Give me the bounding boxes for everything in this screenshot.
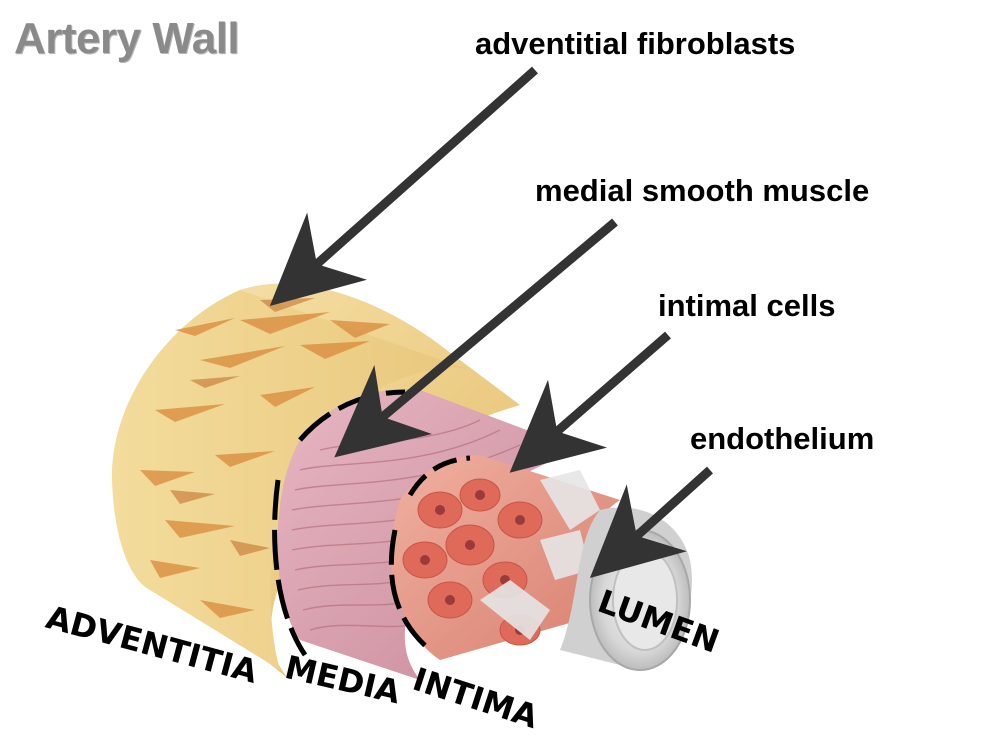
arrow-medial-smooth-muscle (334, 218, 618, 458)
arrow-intimal-cells (509, 331, 671, 473)
label-intimal-cells: intimal cells (658, 288, 836, 323)
arrow-adventitial-fibroblasts (269, 66, 538, 306)
label-adventitial-fibroblasts: adventitial fibroblasts (475, 26, 796, 61)
label-medial-smooth-muscle: medial smooth muscle (535, 173, 870, 208)
intima-layer (388, 455, 620, 660)
callout-arrows (269, 66, 714, 579)
diagram-title: Artery Wall (14, 14, 240, 63)
arrow-endothelium (589, 466, 714, 579)
label-endothelium: endothelium (690, 421, 875, 456)
